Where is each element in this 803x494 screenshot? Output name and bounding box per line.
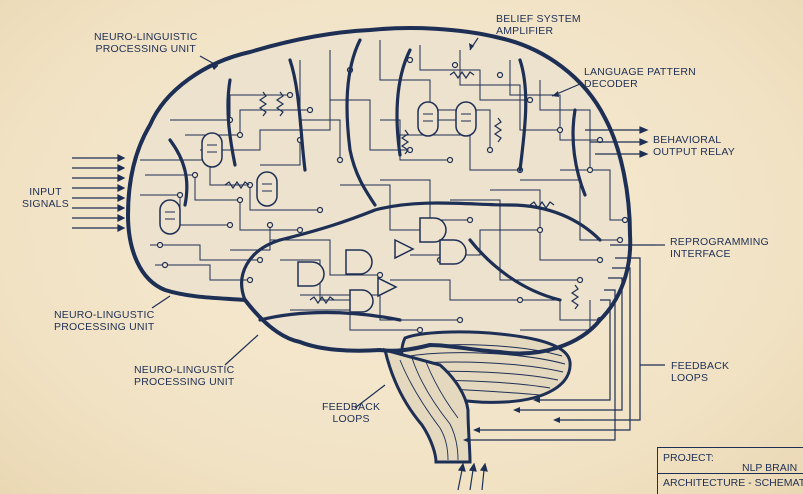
title-block-name-line2: ARCHITECTURE - SCHEMAT — [663, 477, 803, 489]
title-block: PROJECT: NLP BRAIN ARCHITECTURE - SCHEMA… — [657, 447, 803, 494]
output-relay-arrows — [585, 126, 649, 158]
title-block-row: ARCHITECTURE - SCHEMAT — [658, 473, 803, 494]
brain-outline — [125, 26, 633, 356]
resistors — [224, 70, 580, 310]
title-block-name-line1: NLP BRAIN — [742, 462, 798, 474]
brain-body — [128, 28, 631, 354]
circuit-traces — [140, 40, 625, 331]
title-block-project-label: PROJECT: — [663, 452, 714, 464]
logic-gates — [297, 217, 467, 313]
input-signal-arrows — [72, 154, 126, 232]
brain-stem — [382, 347, 472, 464]
vacuum-tubes — [159, 101, 477, 235]
brain-sulci — [168, 38, 602, 322]
feedback-wiring — [470, 244, 665, 441]
brainstem-input-arrows — [457, 462, 488, 491]
